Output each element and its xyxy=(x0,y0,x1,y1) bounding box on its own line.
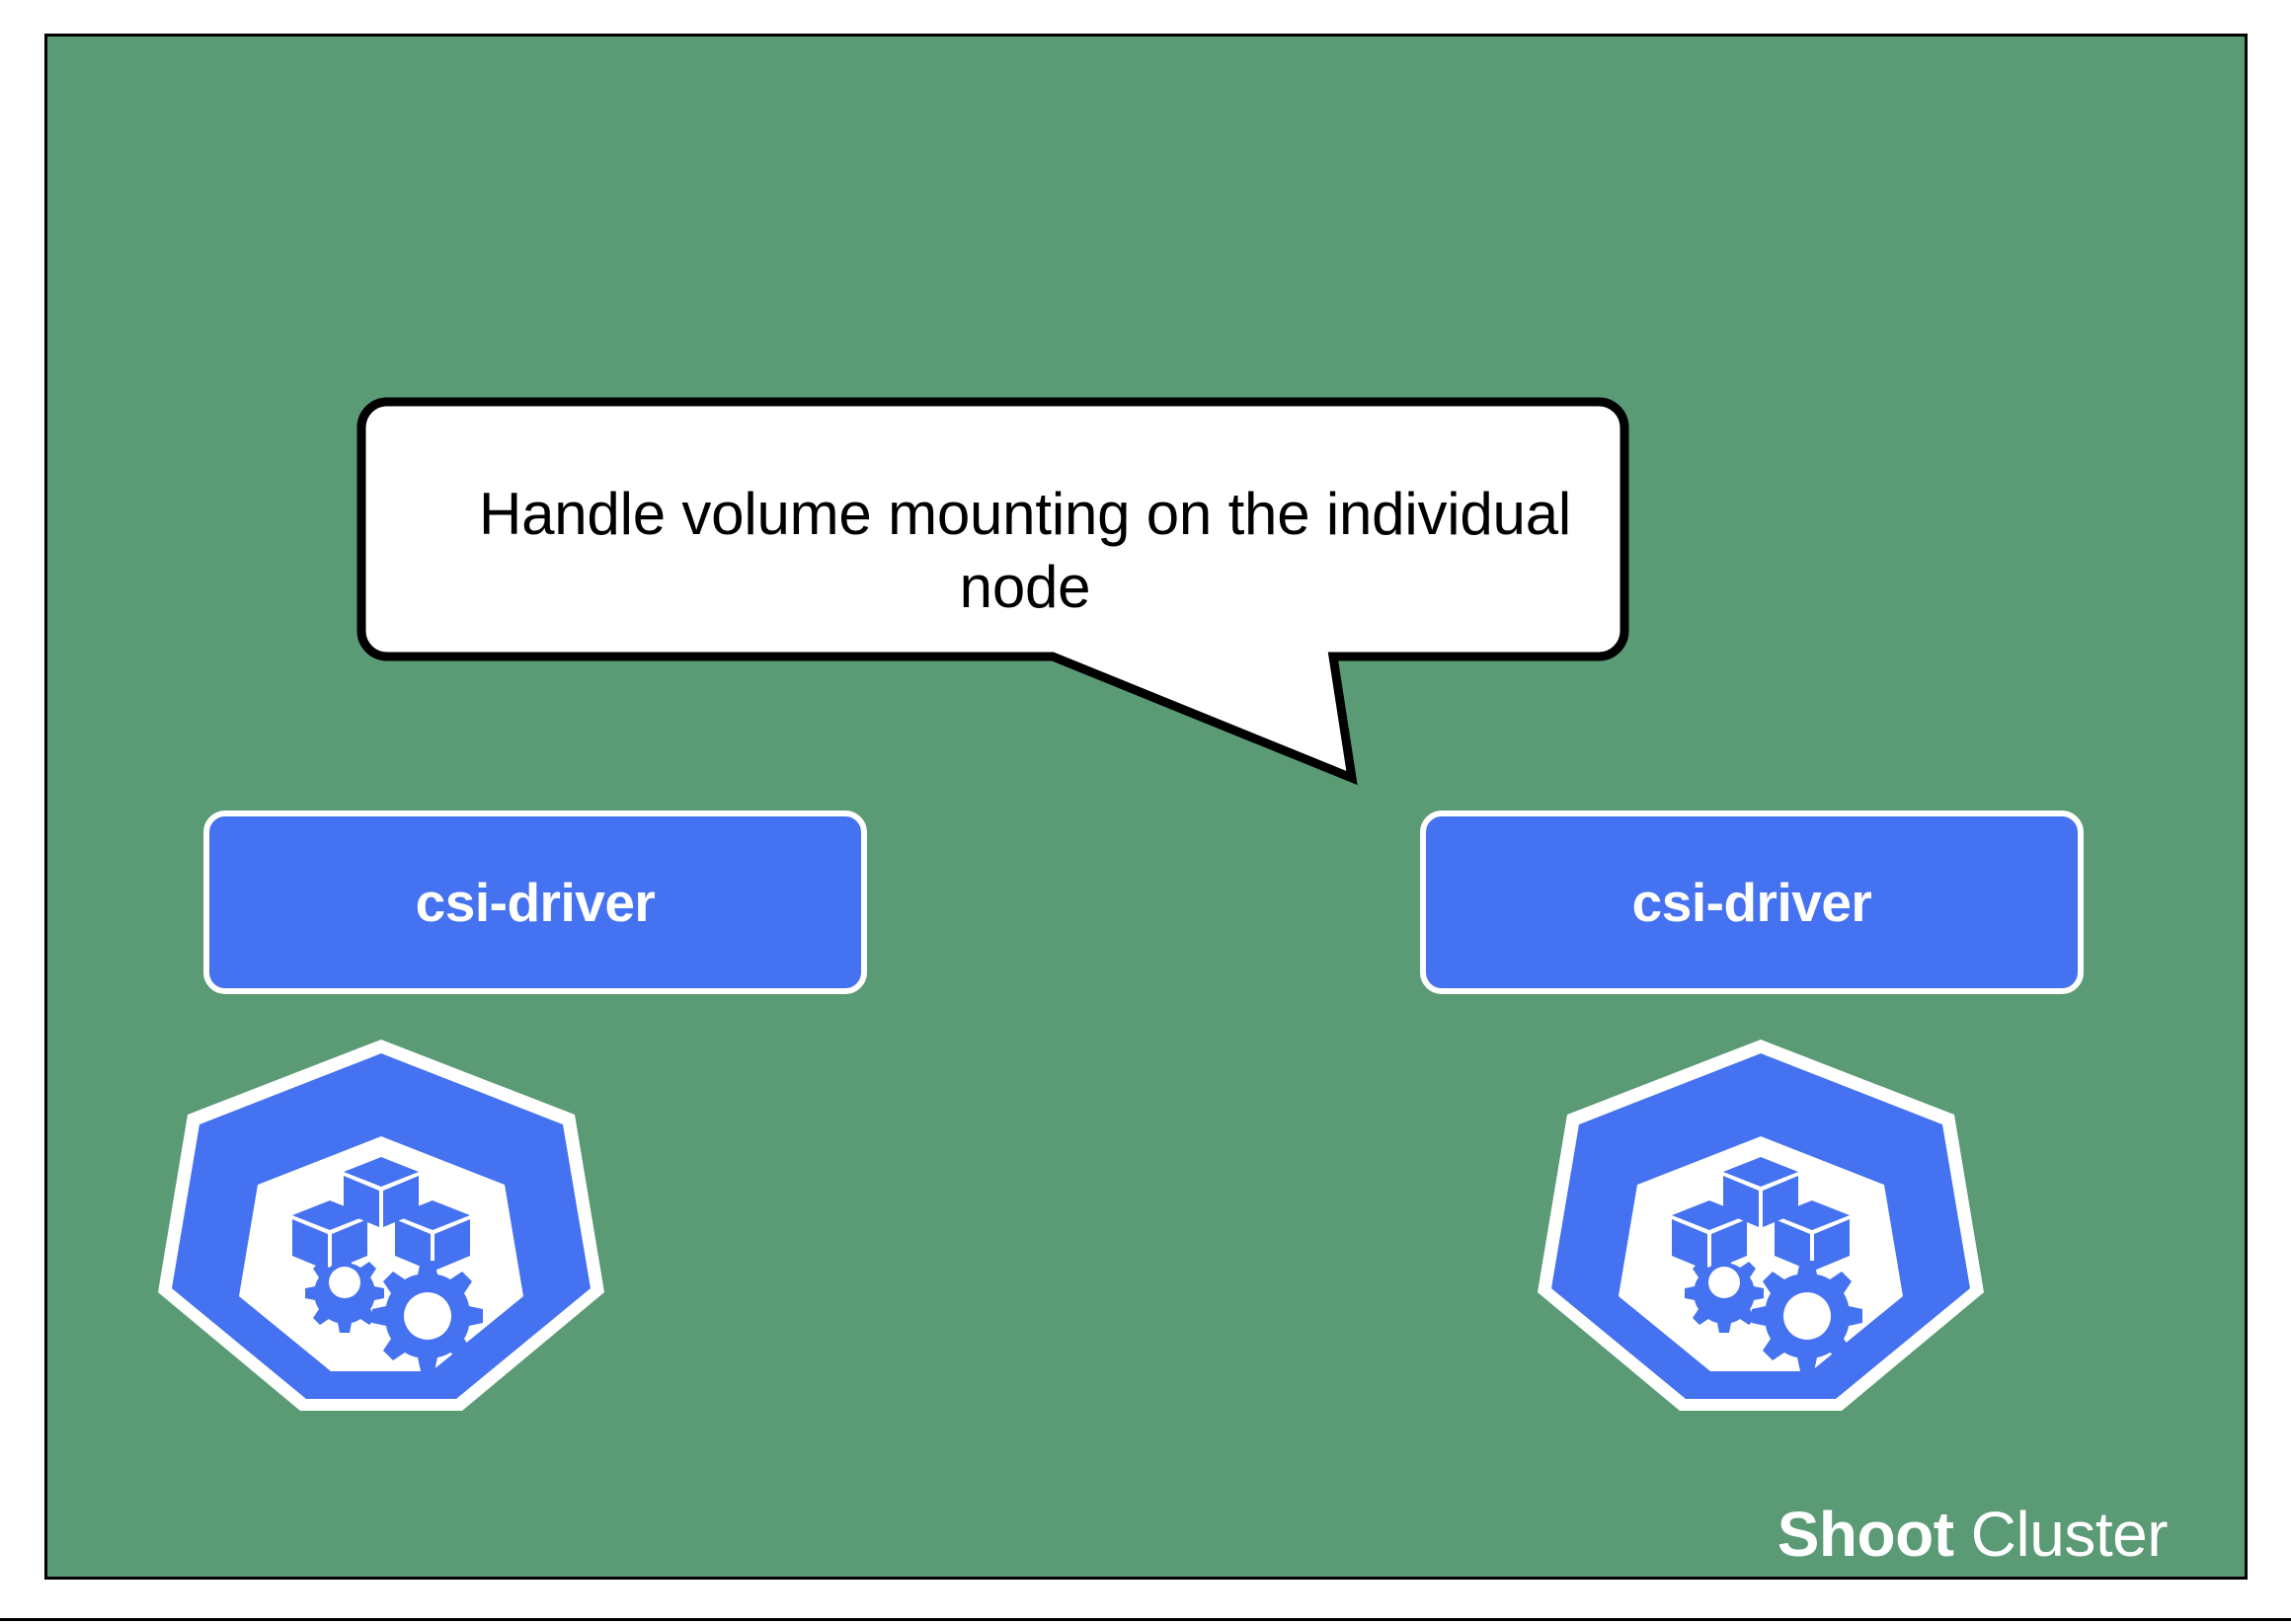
shoot-cluster-caption: Shoot Cluster xyxy=(1777,1498,2169,1571)
kubernetes-node-icon-right xyxy=(1536,1038,1986,1415)
caption-strong: Shoot xyxy=(1777,1499,1954,1570)
callout-bubble: Handle volume mounting on the individual… xyxy=(337,397,1629,786)
kubernetes-node-icon-left xyxy=(156,1038,606,1415)
callout-message: Handle volume mounting on the individual… xyxy=(478,481,1572,620)
csi-driver-label-right: csi-driver xyxy=(1631,872,1872,933)
csi-driver-box-right[interactable]: csi-driver xyxy=(1420,811,2084,994)
csi-driver-label-left: csi-driver xyxy=(415,872,656,933)
callout-text: Handle volume mounting on the individual… xyxy=(381,436,1669,665)
bottom-divider xyxy=(0,1618,2291,1621)
shoot-cluster-panel: csi-driver csi-driver xyxy=(44,34,2248,1580)
callout-shape xyxy=(356,397,1629,786)
caption-normal: Cluster xyxy=(1953,1499,2169,1570)
csi-driver-box-left[interactable]: csi-driver xyxy=(203,811,867,994)
